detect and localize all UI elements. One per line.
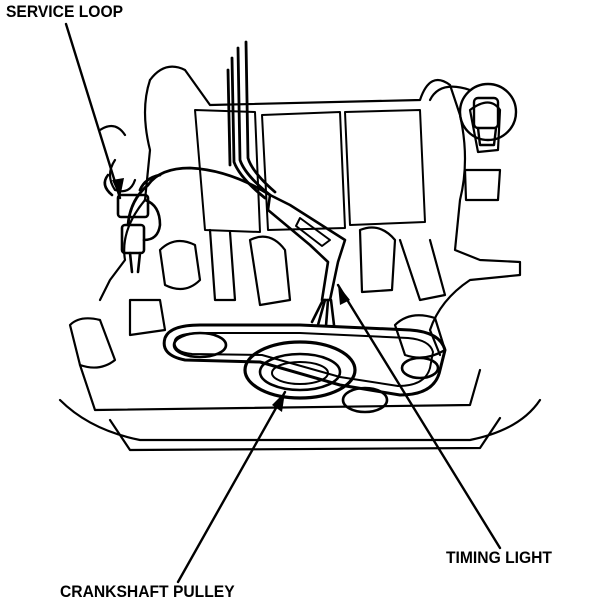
timing-light-clamp <box>266 193 347 328</box>
crankshaft-pulley-label: CRANKSHAFT PULLEY <box>60 582 235 601</box>
service-loop-label: SERVICE LOOP <box>6 2 124 21</box>
wire-harness <box>126 40 277 227</box>
crankshaft-pulley-leader <box>176 390 287 584</box>
service-loop-connector <box>103 173 162 274</box>
timing-light-leader <box>336 283 502 550</box>
service-loop-leader <box>64 22 122 200</box>
timing-light-label: TIMING LIGHT <box>446 548 553 567</box>
idler-pulley <box>172 331 440 414</box>
arrowheads <box>112 178 350 412</box>
engine-block <box>58 65 542 452</box>
timing-light-arrowhead <box>338 285 350 305</box>
distributor <box>458 82 518 147</box>
service-loop-arrowhead <box>112 178 124 198</box>
leader-lines <box>64 22 502 584</box>
crankshaft-pulley-shape <box>243 340 357 400</box>
crankshaft-pulley-arrowhead <box>272 392 285 412</box>
